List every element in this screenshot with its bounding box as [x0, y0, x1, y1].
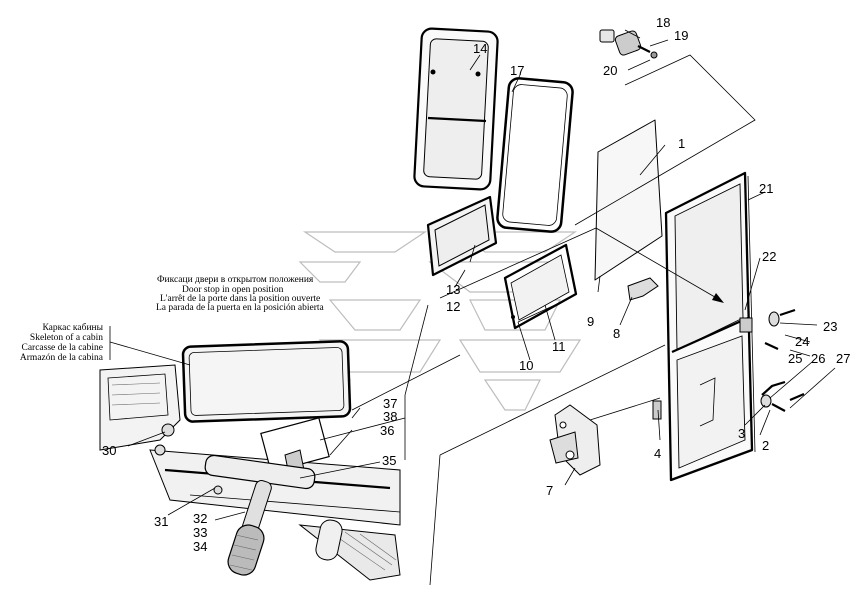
callout-8: 8: [613, 326, 620, 341]
callout-9: 9: [587, 314, 594, 329]
callout-27: 27: [836, 351, 850, 366]
door-frame-part-21: [664, 171, 756, 482]
callout-numbers: 1 2 3 4 7 8 9 10 11 12 13 14 17 18 19 20…: [102, 15, 850, 554]
callout-31: 31: [154, 514, 168, 529]
caption-fr: L'arrêt de la porte dans la position ouv…: [160, 294, 320, 304]
lower-glass-part-13: [426, 195, 498, 277]
callout-37: 37: [383, 396, 397, 411]
stop-bracket-part-8: [627, 277, 659, 301]
callout-14: 14: [473, 41, 487, 56]
window-frame-part-14: [413, 27, 499, 191]
caption-ru: Каркас кабины: [42, 322, 103, 333]
cabin-skeleton-section: [99, 340, 401, 581]
door-lock-part-7: [549, 404, 601, 476]
caption-es: La parada de la puerta en la posición ab…: [156, 303, 325, 313]
callout-26: 26: [811, 351, 825, 366]
small-hardware-parts: [652, 308, 805, 420]
callout-38: 38: [383, 409, 397, 424]
callout-21: 21: [759, 181, 773, 196]
small-window-part-10: [503, 243, 578, 330]
callout-36: 36: [380, 423, 394, 438]
callout-17: 17: [510, 63, 524, 78]
callout-12: 12: [446, 299, 460, 314]
callout-22: 22: [762, 249, 776, 264]
callout-35: 35: [382, 453, 396, 468]
caption-fr: Carcasse de la cabine: [22, 343, 104, 353]
door-stop-caption: Фиксаци двери в открытом положения Door …: [156, 275, 325, 313]
callout-1: 1: [678, 136, 685, 151]
cabin-skeleton-caption: Каркас кабины Skeleton of a cabin Carcas…: [20, 322, 104, 363]
callout-30: 30: [102, 443, 116, 458]
door-glass-part-1: [594, 119, 663, 281]
callout-24: 24: [795, 334, 809, 349]
callout-20: 20: [603, 63, 617, 78]
caption-en: Door stop in open position: [182, 285, 284, 295]
caption-es: Armazón de la cabina: [20, 353, 104, 363]
callout-18: 18: [656, 15, 670, 30]
callout-10: 10: [519, 358, 533, 373]
callout-33: 33: [193, 525, 207, 540]
callout-19: 19: [674, 28, 688, 43]
callout-7: 7: [546, 483, 553, 498]
caption-en: Skeleton of a cabin: [30, 332, 103, 343]
callout-34: 34: [193, 539, 207, 554]
callout-3: 3: [738, 426, 745, 441]
callout-11: 11: [552, 339, 566, 354]
callout-25: 25: [788, 351, 802, 366]
callout-2: 2: [762, 438, 769, 453]
caption-ru: Фиксаци двери в открытом положения: [157, 275, 314, 285]
callout-4: 4: [654, 446, 661, 461]
lock-cylinder-part-18: [599, 29, 658, 59]
leader-lines: [109, 29, 836, 586]
callout-13: 13: [446, 282, 460, 297]
window-seal-part-17: [496, 77, 574, 233]
callout-32: 32: [193, 511, 207, 526]
callout-23: 23: [823, 319, 837, 334]
